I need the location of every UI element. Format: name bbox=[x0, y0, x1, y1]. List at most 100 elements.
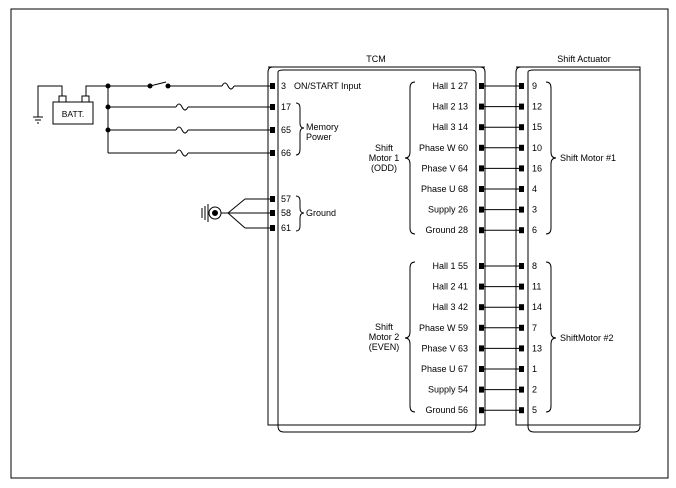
tcm-connector-pin-icon bbox=[479, 227, 484, 234]
connector-pin-icon bbox=[270, 225, 275, 231]
fuse-icon bbox=[175, 126, 189, 134]
shift-motor1-brace bbox=[545, 81, 557, 235]
motor1-brace bbox=[404, 81, 416, 235]
fuse-icon bbox=[221, 82, 235, 90]
battery-terminal-neg bbox=[58, 95, 67, 103]
connector-pin-icon bbox=[270, 210, 275, 216]
actuator-connector-pin-icon bbox=[519, 83, 524, 89]
tcm-outline bbox=[267, 66, 486, 426]
tcm-signal-label: Hall 3 42 bbox=[432, 302, 468, 312]
actuator-connector-pin-icon bbox=[519, 263, 524, 269]
actuator-title: Shift Actuator bbox=[557, 54, 611, 64]
tcm-connector-pin-icon bbox=[479, 206, 484, 213]
signal-row: Hall 1 27 9 bbox=[432, 81, 537, 91]
motor2-label-2: Motor 2 bbox=[369, 332, 400, 342]
tcm-connector-pin-icon bbox=[479, 144, 484, 151]
connector-pin-icon bbox=[270, 150, 275, 156]
actuator-pin-number: 2 bbox=[532, 385, 537, 395]
memory-power-label-1: Memory bbox=[306, 122, 339, 132]
actuator-pin-number: 11 bbox=[532, 282, 541, 292]
battery-positive-wire bbox=[85, 85, 108, 96]
actuator-pin-number: 15 bbox=[532, 122, 542, 132]
signal-row: Phase W 60 10 bbox=[419, 143, 542, 153]
tcm-signal-label: Phase W 59 bbox=[419, 323, 468, 333]
actuator-connector-pin-icon bbox=[519, 124, 524, 131]
ground-wiring bbox=[201, 198, 272, 229]
battery-body bbox=[52, 101, 94, 125]
tcm-connector-pin-icon bbox=[479, 345, 484, 352]
tcm-signal-label: Phase V 63 bbox=[421, 343, 468, 353]
diagram-border bbox=[10, 8, 669, 479]
actuator-pin-number: 6 bbox=[532, 225, 537, 235]
tcm-pin-number: 57 bbox=[281, 194, 291, 204]
actuator-connector-pin-icon bbox=[519, 283, 524, 290]
battery-terminal-pos bbox=[81, 95, 90, 103]
connector-pin-icon bbox=[270, 104, 275, 110]
actuator-connector-pin-icon bbox=[519, 386, 524, 393]
signal-row: Phase V 63 13 bbox=[421, 343, 542, 353]
connector-pin-icon bbox=[270, 127, 275, 133]
tcm-signal-label: Supply 26 bbox=[428, 205, 468, 215]
tcm-connector-pin-icon bbox=[479, 103, 484, 110]
battery-ground-wire bbox=[37, 85, 63, 117]
power-wiring bbox=[105, 81, 272, 157]
tcm-pin-number: 61 bbox=[281, 223, 291, 233]
actuator-pin-number: 5 bbox=[532, 405, 537, 415]
ground-brace bbox=[295, 195, 305, 232]
signal-row: Hall 2 41 11 bbox=[432, 282, 541, 292]
memory-power-label-2: Power bbox=[306, 132, 332, 142]
actuator-connector-pin-icon bbox=[519, 227, 524, 234]
switch-contact bbox=[165, 83, 171, 89]
tcm-connector-pin-icon bbox=[479, 366, 484, 372]
tcm-connector-pin-icon bbox=[479, 263, 484, 269]
shift-actuator-module: Shift Actuator bbox=[515, 54, 641, 433]
tcm-pin: 61 bbox=[270, 223, 291, 233]
tcm-pin-number: 66 bbox=[281, 148, 291, 158]
actuator-pin-number: 12 bbox=[532, 102, 542, 112]
tcm-signal-label: Phase V 64 bbox=[421, 163, 468, 173]
tcm-connector-pin-icon bbox=[479, 124, 484, 131]
tcm-connector-pin-icon bbox=[479, 324, 484, 331]
memory-power-brace bbox=[295, 102, 305, 156]
tcm-connector-pin-icon bbox=[479, 304, 484, 311]
actuator-connector-pin-icon bbox=[519, 407, 524, 414]
tcm-connector-pin-icon bbox=[479, 83, 484, 89]
tcm-pin: 17 bbox=[270, 102, 291, 112]
tcm-connector-pin-icon bbox=[479, 186, 484, 192]
actuator-connector-pin-icon bbox=[519, 324, 524, 331]
actuator-inner-outline bbox=[527, 69, 641, 433]
battery-symbol: BATT. bbox=[33, 85, 108, 125]
tcm-signal-label: Hall 2 41 bbox=[432, 282, 468, 292]
actuator-pin-number: 3 bbox=[532, 205, 537, 215]
tcm-signal-label: Supply 54 bbox=[428, 385, 468, 395]
tcm-module: TCM bbox=[267, 54, 486, 433]
actuator-pin-number: 7 bbox=[532, 323, 537, 333]
actuator-outline bbox=[515, 66, 641, 426]
actuator-pin-number: 10 bbox=[532, 143, 542, 153]
tcm-pin-number: 3 bbox=[281, 81, 286, 91]
actuator-pin-number: 9 bbox=[532, 81, 537, 91]
actuator-connector-pin-icon bbox=[519, 366, 524, 372]
signal-row: Supply 54 2 bbox=[428, 385, 537, 395]
tcm-signal-label: Hall 1 27 bbox=[432, 81, 468, 91]
motor1-label-3: (ODD) bbox=[371, 163, 397, 173]
actuator-group-labels: Shift Motor #1 ShiftMotor #2 bbox=[545, 81, 616, 413]
connector-pin-icon bbox=[270, 196, 275, 202]
tcm-connector-pin-icon bbox=[479, 407, 484, 414]
tcm-connector-pin-icon bbox=[479, 165, 484, 172]
tcm-signal-label: Phase W 60 bbox=[419, 143, 468, 153]
actuator-connector-pin-icon bbox=[519, 103, 524, 110]
tcm-left-group-labels: Memory Power Ground bbox=[295, 102, 339, 232]
actuator-pin-number: 13 bbox=[532, 343, 542, 353]
actuator-pin-number: 1 bbox=[532, 364, 537, 374]
